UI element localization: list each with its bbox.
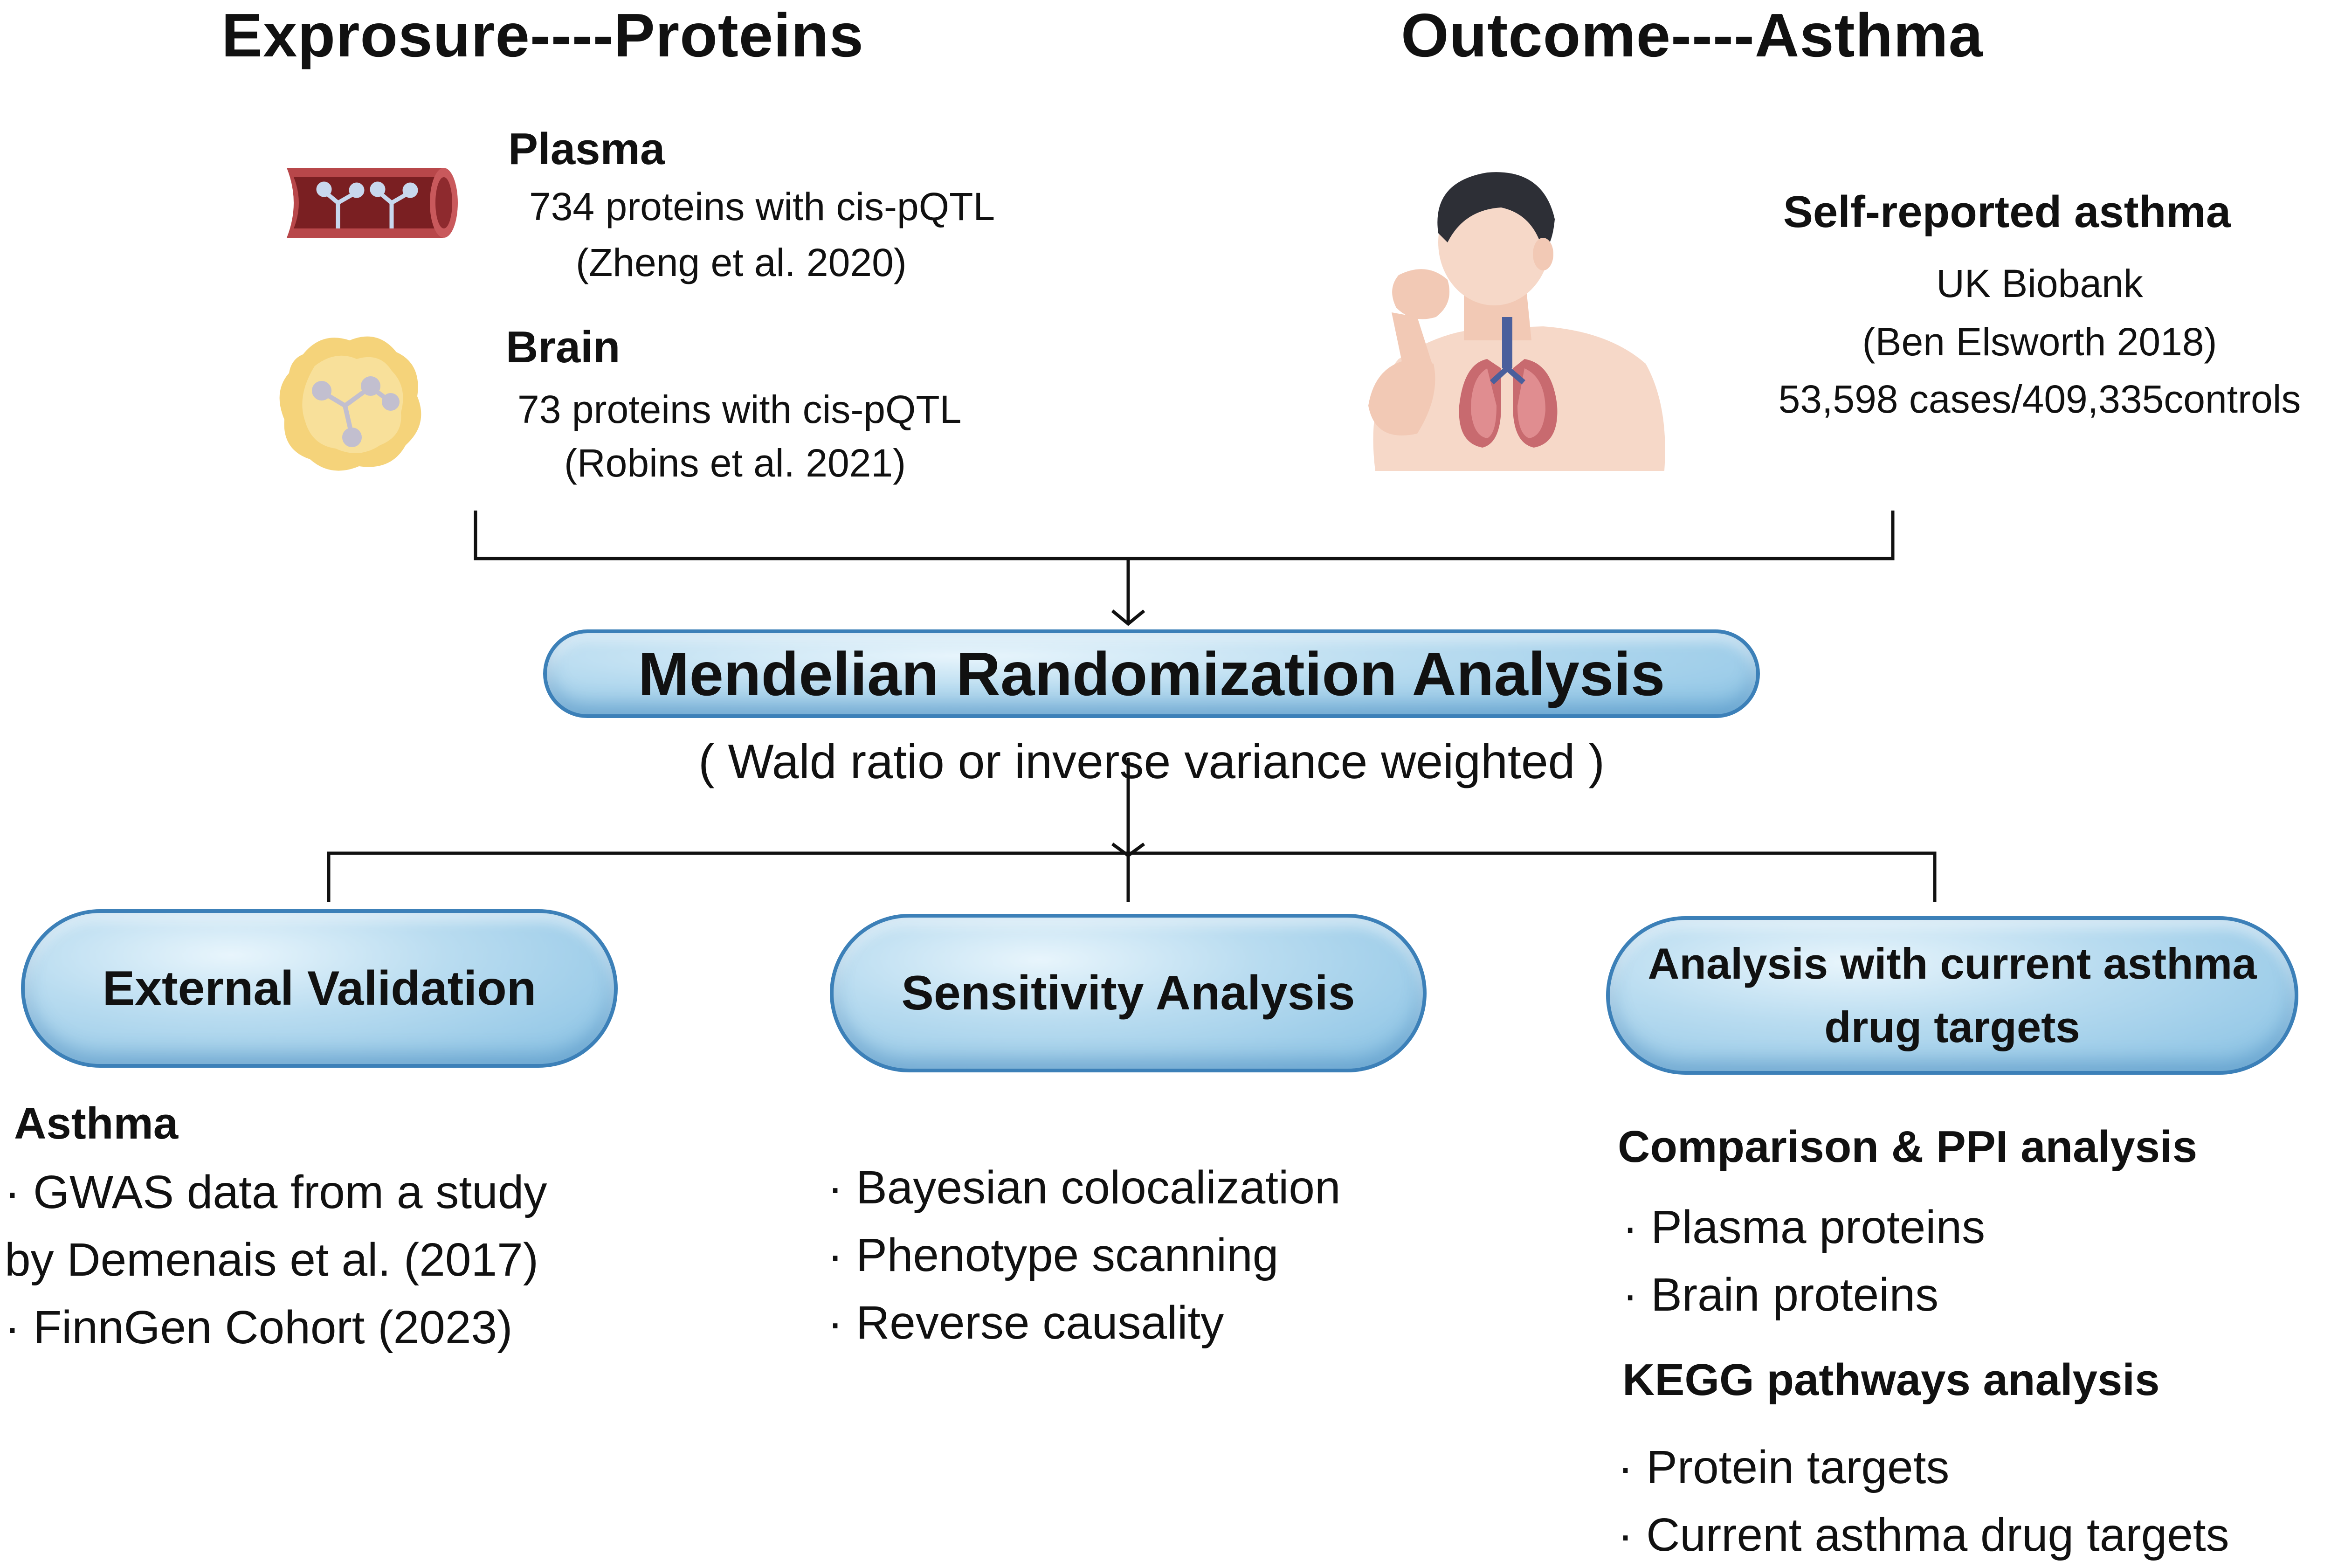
plasma-detail: 734 proteins with cis-pQTL <box>529 185 995 228</box>
sensitivity-item: · Phenotype scanning <box>828 1229 1279 1281</box>
outcome-biobank: UK Biobank <box>1936 262 2143 305</box>
brain-detail: 73 proteins with cis-pQTL <box>517 387 962 431</box>
mr-method: ( Wald ratio or inverse variance weighte… <box>698 735 1605 789</box>
exposure-header: Exprosure----Proteins <box>221 1 864 69</box>
comparison-item: · Plasma proteins <box>1622 1201 1986 1253</box>
sensitivity-item: · Reverse causality <box>828 1297 1224 1349</box>
mr-analysis-title: Mendelian Randomization Analysis <box>638 639 1665 708</box>
kegg-item: · Current asthma drug targets <box>1618 1509 2229 1561</box>
coughing-person-lungs-icon <box>1368 172 1665 471</box>
sensitivity-analysis-pill: Sensitivity Analysis <box>830 914 1427 1072</box>
brain-tissue-icon <box>279 336 421 471</box>
plasma-source: (Zheng et al. 2020) <box>576 241 907 284</box>
external-item: · GWAS data from a study <box>5 1166 547 1218</box>
comparison-title: Comparison & PPI analysis <box>1618 1122 2198 1172</box>
brain-source: (Robins et al. 2021) <box>564 441 906 485</box>
outcome-title: Self-reported asthma <box>1783 187 2231 237</box>
outcome-header: Outcome----Asthma <box>1401 1 1984 69</box>
kegg-title: KEGG pathways analysis <box>1622 1355 2160 1405</box>
external-item: by Demenais et al. (2017) <box>5 1234 539 1286</box>
brain-title: Brain <box>506 322 621 372</box>
external-item: · FinnGen Cohort (2023) <box>5 1301 513 1354</box>
sensitivity-analysis-title: Sensitivity Analysis <box>901 966 1355 1020</box>
drug-targets-title-line2: drug targets <box>1824 1002 2080 1051</box>
sensitivity-item: · Bayesian colocalization <box>828 1161 1341 1214</box>
mr-analysis-pill: Mendelian Randomization Analysis <box>543 629 1760 718</box>
external-validation-title: External Validation <box>102 961 537 1015</box>
outcome-cases: 53,598 cases/409,335controls <box>1778 377 2301 421</box>
comparison-item: · Brain proteins <box>1622 1269 1939 1321</box>
drug-targets-title-line1: Analysis with current asthma <box>1648 939 2257 988</box>
kegg-item: · Protein targets <box>1618 1441 1950 1493</box>
plasma-title: Plasma <box>508 124 665 174</box>
outcome-source: (Ben Elsworth 2018) <box>1862 320 2217 364</box>
blood-vessel-icon <box>287 168 458 238</box>
external-subtitle: Asthma <box>14 1098 179 1148</box>
external-validation-pill: External Validation <box>21 909 618 1068</box>
drug-targets-pill: Analysis with current asthma drug target… <box>1606 916 2298 1075</box>
